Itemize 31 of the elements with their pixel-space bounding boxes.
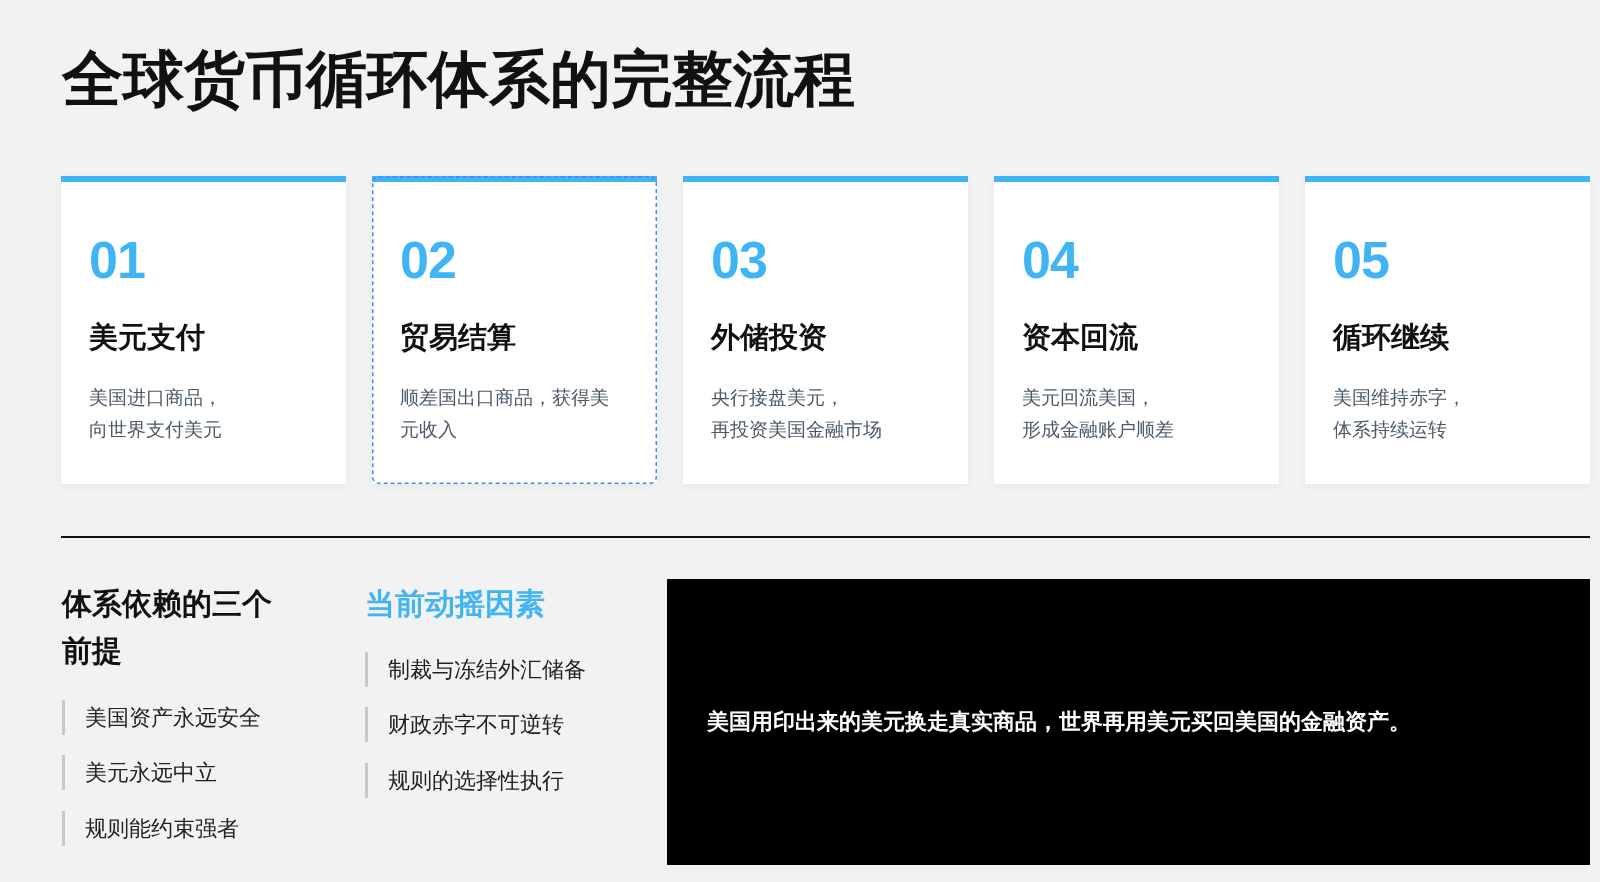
step-number: 03 (711, 234, 767, 286)
section-heading: 当前动摇因素 (365, 585, 546, 623)
list-item: 美元永远中立 (62, 755, 217, 790)
summary-panel (667, 579, 1590, 865)
step-number: 02 (400, 234, 456, 286)
step-number: 04 (1022, 234, 1078, 286)
step-description: 美国进口商品，向世界支付美元 (89, 385, 223, 442)
section-heading: 体系依赖的三个前提 (62, 585, 273, 670)
step-card (994, 176, 1279, 484)
list-item: 规则的选择性执行 (365, 763, 564, 798)
step-card (372, 176, 657, 484)
summary-text: 美国用印出来的美元换走真实商品，世界再用美元买回美国的金融资产。 (707, 708, 1411, 736)
step-number: 01 (89, 234, 145, 286)
step-description: 央行接盘美元，再投资美国金融市场 (711, 385, 883, 442)
step-card (1305, 176, 1590, 484)
step-card (61, 176, 346, 484)
step-title: 美元支付 (89, 319, 205, 355)
step-description: 美国维持赤字，体系持续运转 (1333, 385, 1467, 442)
title: 全球货币循环体系的完整流程 (62, 42, 855, 115)
step-title: 资本回流 (1022, 319, 1138, 355)
step-number: 05 (1333, 234, 1389, 286)
list-item: 财政赤字不可逆转 (365, 707, 564, 742)
step-title: 外储投资 (711, 319, 827, 355)
step-card (683, 176, 968, 484)
step-description: 顺差国出口商品，获得美元收入 (400, 385, 610, 442)
step-title: 贸易结算 (400, 319, 516, 355)
step-description: 美元回流美国，形成金融账户顺差 (1022, 385, 1175, 442)
list-item: 制裁与冻结外汇储备 (365, 652, 586, 687)
list-item: 规则能约束强者 (62, 811, 239, 846)
list-item: 美国资产永远安全 (62, 700, 261, 735)
step-title: 循环继续 (1333, 319, 1449, 355)
